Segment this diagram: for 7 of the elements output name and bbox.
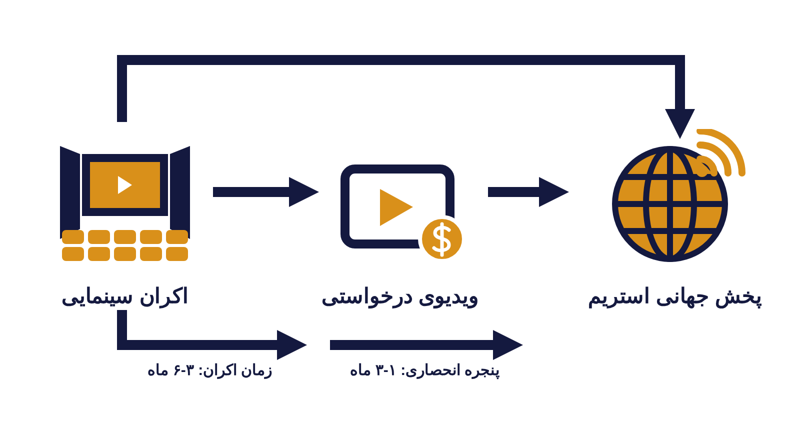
arrow [488,177,569,207]
node-label: پخش جهانی استریم [588,284,762,310]
node-label: اکران سینمایی [62,284,188,310]
node-label: ویدیوی درخواستی [322,284,478,310]
arrow [117,55,695,139]
arrow [213,177,319,207]
timeline-label: پنجره انحصاری: ۱-۳ ماه [350,361,500,382]
